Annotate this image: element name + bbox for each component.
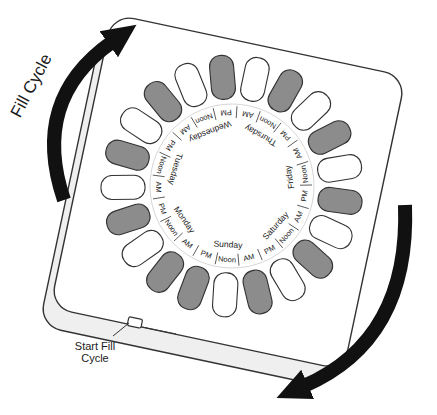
- box-top: [50, 14, 406, 370]
- latch: [127, 317, 176, 334]
- fill-cycle-label: Fill Cycle: [8, 51, 57, 121]
- organizer-box: [39, 13, 406, 390]
- slot-divider: [297, 205, 309, 208]
- day-label: Sunday: [214, 239, 243, 250]
- leader-line: [113, 323, 129, 336]
- pill-compartment: [209, 54, 237, 100]
- pill-compartment: [104, 201, 153, 237]
- slot-divider: [238, 254, 239, 266]
- slot-divider: [297, 162, 308, 166]
- slot-divider: [173, 132, 182, 140]
- slot-divider: [153, 175, 165, 177]
- pill-compartment: [316, 153, 363, 184]
- time-label: AM: [241, 108, 254, 118]
- time-label: Noon: [218, 255, 236, 264]
- slot-divider: [236, 106, 238, 118]
- slot-divider: [258, 249, 263, 260]
- pill-compartment: [317, 186, 364, 216]
- slot-divider: [153, 197, 165, 199]
- pill-compartment: [241, 268, 275, 316]
- slot-divider: [193, 245, 199, 256]
- pill-compartment: [305, 117, 355, 158]
- pill-compartment: [239, 55, 272, 103]
- pill-compartment: [266, 255, 309, 305]
- callout-label: Start Fill Cycle: [64, 340, 126, 364]
- pill-compartment: [212, 272, 239, 317]
- compartment-ring: [101, 54, 364, 317]
- slot-divider: [300, 185, 312, 186]
- fill-cycle-arrow: [304, 205, 405, 386]
- fill-cycle-arrow: [54, 42, 112, 200]
- inner-ring: [150, 104, 314, 268]
- pill-compartment: [174, 263, 212, 313]
- slot-divider: [288, 140, 298, 147]
- pill-compartment: [172, 60, 211, 110]
- time-label: AM: [154, 181, 162, 192]
- time-label: PM: [220, 108, 232, 117]
- pill-compartment: [101, 175, 145, 200]
- slot-divider: [215, 253, 218, 265]
